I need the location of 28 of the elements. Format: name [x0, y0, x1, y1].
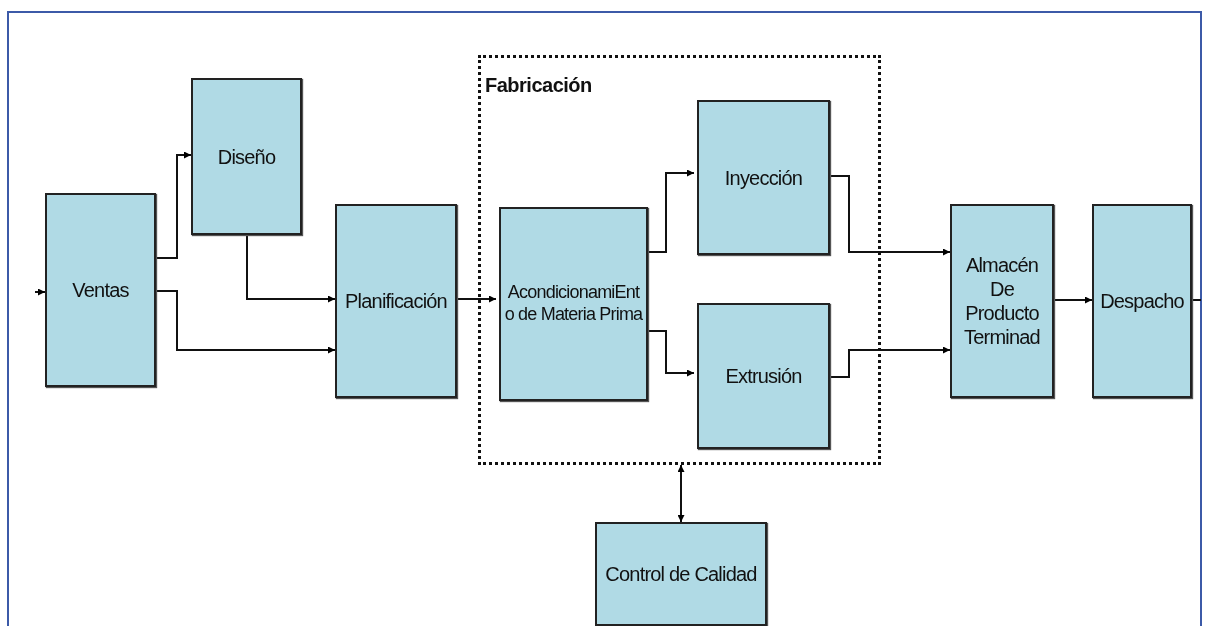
arrow: [1053, 296, 1093, 304]
box-label: Ventas: [71, 278, 130, 302]
group-title: Fabricación: [485, 74, 592, 97]
process-box: [191, 78, 302, 235]
box-label: AcondicionamiEnto de Materia Prima: [503, 282, 644, 326]
arrow: [155, 290, 336, 354]
process-box: [1092, 204, 1192, 398]
box-label: Almacén De Producto Terminad: [963, 253, 1041, 349]
arrow: [155, 151, 192, 259]
process-box: [595, 522, 767, 626]
arrow: [34, 288, 46, 296]
process-box: [950, 204, 1054, 398]
box-label: Control de Calidad: [604, 562, 758, 586]
connector-line: [1191, 299, 1202, 301]
box-label: Planificación: [344, 289, 448, 313]
dotted-group-frame: [478, 55, 881, 465]
box-label: Extrusión: [724, 364, 803, 388]
box-label: Despacho: [1099, 289, 1185, 313]
arrow: [456, 295, 497, 303]
process-box: [697, 303, 830, 449]
arrow: [677, 464, 685, 523]
process-box: [45, 193, 156, 387]
box-label: Inyección: [723, 165, 804, 190]
process-box: [335, 204, 457, 398]
box-label: Diseño: [216, 144, 277, 169]
arrow: [246, 234, 336, 303]
process-box: [499, 207, 648, 401]
process-box: [697, 100, 830, 255]
